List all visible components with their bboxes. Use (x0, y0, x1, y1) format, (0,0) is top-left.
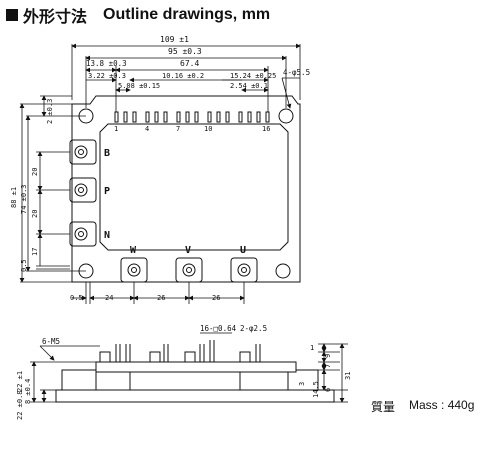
case-body (61, 361, 319, 390)
terminal-p-pad (69, 177, 97, 203)
mass-label-english: Mass : 440g (409, 398, 475, 412)
black-square-icon (6, 9, 18, 21)
base-plate (55, 389, 335, 403)
dim-holes: 4-φ5.5 (283, 68, 310, 77)
dim-pin-pitch-a: 5.08 ±0.15 (118, 82, 160, 90)
side-view (30, 332, 348, 403)
terminal-label-n: N (104, 230, 110, 241)
dim-height-total: 88 ±1 (10, 187, 18, 208)
dim-p-n-pitch: 20 (31, 210, 39, 218)
dim-left-top: 2 ±0.3 (46, 99, 54, 124)
terminal-v-pad (175, 257, 203, 283)
terminal-label-w: W (130, 245, 137, 256)
dim-overall-width: 109 ±1 (160, 35, 189, 44)
screw-head-2 (149, 351, 161, 363)
dim-b-p-pitch: 20 (31, 168, 39, 176)
screw-boss-right (239, 371, 289, 391)
dim-bottom-pitch-3: 26 (212, 294, 220, 302)
side-dimension-lines (30, 332, 348, 403)
bottom-dimension-lines (72, 282, 245, 304)
dim-screws: 6-M5 (42, 337, 60, 346)
dim-right-7: 31 (344, 372, 352, 380)
left-dimension-lines (19, 95, 86, 283)
dim-pin-spec: 16-□0.64 (200, 324, 237, 333)
pin-number-1: 1 (114, 125, 118, 133)
top-view (19, 43, 301, 304)
dim-pitch-small: 3.22 ±0.3 (88, 72, 126, 80)
dim-pin-pitch-b: 10.16 ±0.2 (162, 72, 204, 80)
pin-number-16: 16 (262, 125, 270, 133)
dim-height-inner: 74 ±0.3 (20, 184, 28, 214)
dim-left-height-1: 22 ±1 (16, 371, 24, 392)
dim-span: 67.4 (180, 59, 199, 68)
dim-bottom-pitch-2: 26 (157, 294, 165, 302)
top-dimension-lines (71, 43, 301, 112)
dim-right-3: 7 (324, 364, 332, 368)
dim-bottom-pitch-1: 24 (105, 294, 113, 302)
pin-number-4: 4 (145, 125, 149, 133)
dim-pin-pitch-c: 15.24 ±0.25 (230, 72, 276, 80)
dim-inner-width: 95 ±0.3 (168, 47, 202, 56)
screw-head-4 (239, 351, 251, 363)
dim-left-height-3: 22 ±0.8 (16, 390, 24, 420)
inner-window (99, 123, 289, 251)
mounting-hole-tr (278, 108, 294, 124)
module-outline (71, 95, 301, 283)
dim-n-bottom: 17 (31, 248, 39, 256)
dim-right-6: 6 (324, 388, 332, 392)
dim-right-2: 9 (324, 354, 332, 358)
pin-number-10: 10 (204, 125, 212, 133)
terminal-w-pad (120, 257, 148, 283)
mounting-hole-br (275, 263, 291, 279)
title-english: Outline drawings, mm (103, 6, 271, 23)
terminal-u-pad (230, 257, 258, 283)
dim-right-5: 14.5 (312, 381, 320, 398)
terminal-label-v: V (185, 245, 191, 256)
inner-body (129, 371, 241, 391)
side-pins (115, 340, 261, 362)
terminal-n-pad (69, 221, 97, 247)
title-japanese: 外形寸法 (23, 7, 88, 26)
terminal-label-p: P (104, 186, 110, 197)
dim-hole-spec: 2-φ2.5 (240, 324, 267, 333)
mass-label-japanese: 質量 (371, 400, 396, 414)
drawing-header: 外形寸法 Outline drawings, mm (6, 4, 270, 26)
dim-right-4: 3 (298, 382, 306, 386)
terminal-label-b: B (104, 148, 110, 159)
control-pins (114, 111, 270, 123)
terminal-b-pad (69, 139, 97, 165)
dim-left-offset: 13.8 ±0.3 (86, 59, 127, 68)
dim-pin-pitch-d: 2.54 ±0.1 (230, 82, 268, 90)
mass-label: 質量 Mass : 440g (371, 398, 474, 415)
screw-boss-left (95, 371, 131, 391)
dim-bottom-left: 0.5 (70, 294, 83, 302)
dim-right-1: 1 (310, 344, 314, 352)
screw-head-3 (184, 351, 196, 363)
terminal-label-u: U (240, 245, 246, 256)
dim-left-height-2: 8 ±0.4 (24, 379, 32, 404)
dim-bottom-small: 0.5 (20, 259, 28, 272)
screw-head-1 (99, 351, 111, 363)
pin-number-7: 7 (176, 125, 180, 133)
housing-band (95, 361, 297, 373)
